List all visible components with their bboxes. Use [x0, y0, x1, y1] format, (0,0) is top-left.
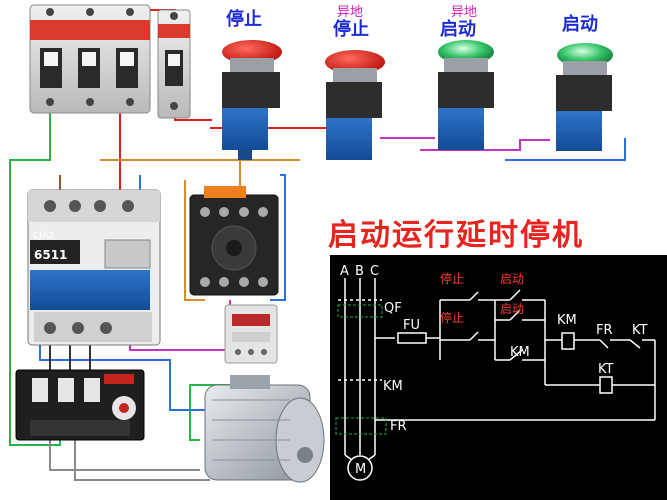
push-button-remote-start[interactable]: [438, 40, 494, 150]
kt-contact-label: KT: [632, 323, 648, 338]
contactor-model: 6511: [34, 248, 67, 262]
wiring: [9, 9, 626, 481]
thermal-overload-relay: [15, 369, 145, 441]
schematic: [330, 255, 667, 500]
push-button-stop[interactable]: [222, 40, 282, 160]
km-hold-label: KM: [510, 345, 530, 360]
button-label-start: 启动: [562, 13, 598, 35]
button-top-label-3: 异地: [451, 5, 477, 20]
km-main-label: KM: [383, 379, 403, 394]
fu-label: FU: [403, 318, 420, 333]
start-label-1: 启动: [500, 272, 524, 286]
button-top-label-2: 异地: [337, 5, 363, 20]
contactor: [27, 189, 161, 346]
km-coil-label: KM: [557, 313, 577, 328]
phase-label-a: A: [340, 264, 349, 279]
contactor-brand: CJX2: [33, 231, 54, 241]
motor-label: M: [355, 462, 366, 477]
stop-label-2: 停止: [440, 310, 464, 325]
phase-label-b: B: [355, 264, 364, 279]
kt-coil-label: KT: [598, 362, 614, 377]
qf-label: QF: [384, 301, 402, 316]
phase-label-c: C: [370, 264, 379, 279]
button-label-stop: 停止: [226, 8, 262, 30]
stop-label-1: 停止: [440, 271, 464, 286]
circuit-breaker-3p: [29, 4, 151, 114]
button-label-remote-stop: 停止: [333, 18, 369, 40]
circuit-breaker-1p: [157, 9, 191, 119]
push-button-remote-stop[interactable]: [325, 50, 385, 160]
motor: [204, 375, 325, 483]
fr-ctrl-label: FR: [596, 323, 613, 338]
fr-label: FR: [390, 419, 407, 434]
relay-socket: [189, 186, 279, 296]
push-button-start[interactable]: [556, 43, 613, 151]
diagram-title: 启动运行延时停机: [328, 218, 584, 253]
button-label-remote-start: 启动: [440, 18, 476, 40]
timer-module: [224, 304, 278, 364]
start-label-2: 启动: [500, 302, 524, 316]
